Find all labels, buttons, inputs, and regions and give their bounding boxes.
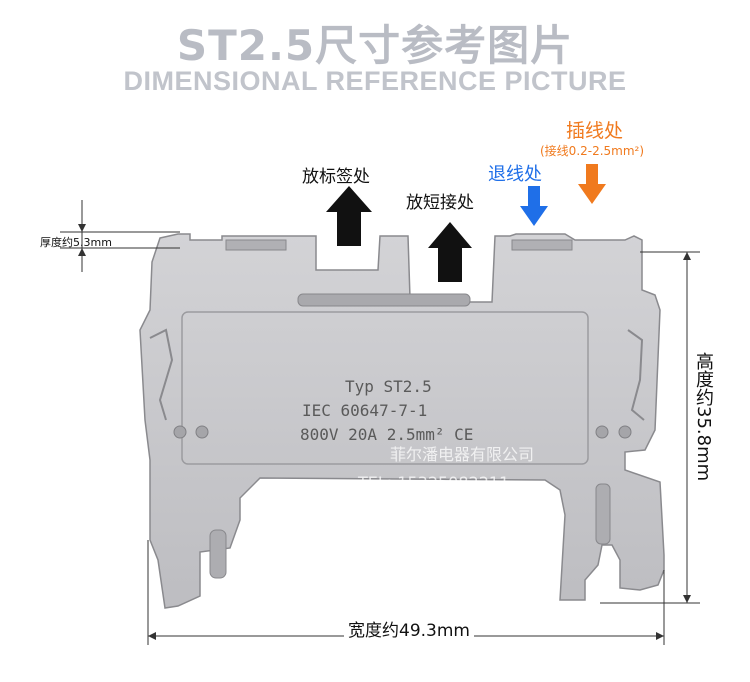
marking-line-2: IEC 60647-7-1 [302, 401, 427, 420]
marking-line-1: Typ ST2.5 [345, 377, 432, 396]
arrow-right-icon [656, 632, 664, 640]
thickness-label: 厚度约5.3mm [40, 236, 112, 249]
marking-panel [181, 311, 589, 465]
arrow-down-icon [520, 186, 548, 226]
foot-slot [209, 529, 227, 579]
release-caption: 退线处 [488, 164, 542, 185]
hole [173, 425, 187, 439]
hole [595, 425, 609, 439]
arrow-down-icon [683, 595, 691, 603]
arrow-up-icon [428, 222, 472, 282]
arrow-down-icon [578, 164, 606, 204]
label-slot [297, 293, 471, 307]
width-label: 宽度约49.3mm [344, 616, 474, 641]
left-notch [225, 239, 287, 251]
marking-line-3: 800V 20A 2.5mm² CE [300, 425, 473, 444]
watermark-tel: TEL: 15325082211 [357, 473, 509, 492]
arrow-up-icon [78, 248, 86, 256]
bridge-area-caption: 放短接处 [406, 193, 474, 213]
hole [195, 425, 209, 439]
watermark-company: 菲尔潘电器有限公司 [390, 445, 534, 464]
insert-caption: 插线处 [566, 120, 624, 142]
insert-note: (接线0.2-2.5mm²) [540, 144, 645, 158]
right-notch [511, 239, 573, 251]
arrow-down-icon [78, 224, 86, 232]
terminal-block-body [139, 233, 665, 609]
hole [618, 425, 632, 439]
label-area-caption: 放标签处 [302, 167, 370, 187]
height-label: 高度约35.8mm [693, 352, 714, 482]
left-clip [149, 328, 174, 421]
arrow-left-icon [148, 632, 156, 640]
page-subtitle: DIMENSIONAL REFERENCE PICTURE [123, 66, 627, 96]
page-title: ST2.5尺寸参考图片 [176, 21, 574, 70]
foot-slot [595, 483, 611, 545]
arrow-up-icon [326, 186, 372, 246]
right-clip [627, 329, 645, 421]
arrow-up-icon [683, 252, 691, 260]
